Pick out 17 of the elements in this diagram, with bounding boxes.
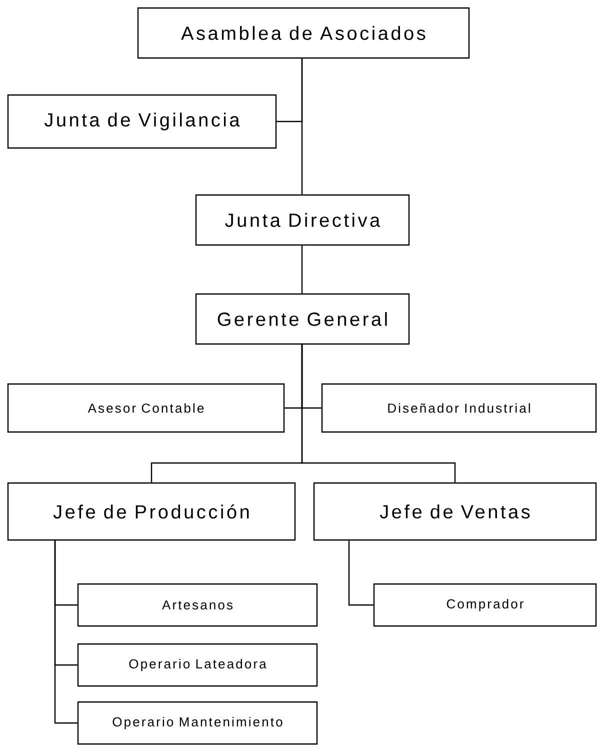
org-box: Comprador — [373, 583, 597, 627]
org-box: Junta Directiva — [195, 194, 410, 246]
org-box: Jefe de Ventas — [313, 482, 597, 541]
connector-line — [301, 246, 303, 294]
org-box: Asamblea de Asociados — [137, 7, 470, 59]
org-box: Jefe de Producción — [7, 482, 296, 541]
connector-line — [301, 58, 303, 194]
org-box: Operario Mantenimiento — [77, 701, 318, 745]
connector-line — [54, 540, 78, 724]
org-box: Asesor Contable — [7, 383, 285, 433]
org-box: Diseñador Industrial — [321, 383, 597, 433]
org-box: Gerente General — [195, 293, 410, 345]
org-box: Junta de Vigilancia — [7, 94, 277, 149]
connector-line — [301, 344, 456, 482]
org-box: Artesanos — [77, 583, 318, 627]
org-box: Operario Lateadora — [77, 643, 318, 687]
connector-line — [348, 540, 374, 606]
